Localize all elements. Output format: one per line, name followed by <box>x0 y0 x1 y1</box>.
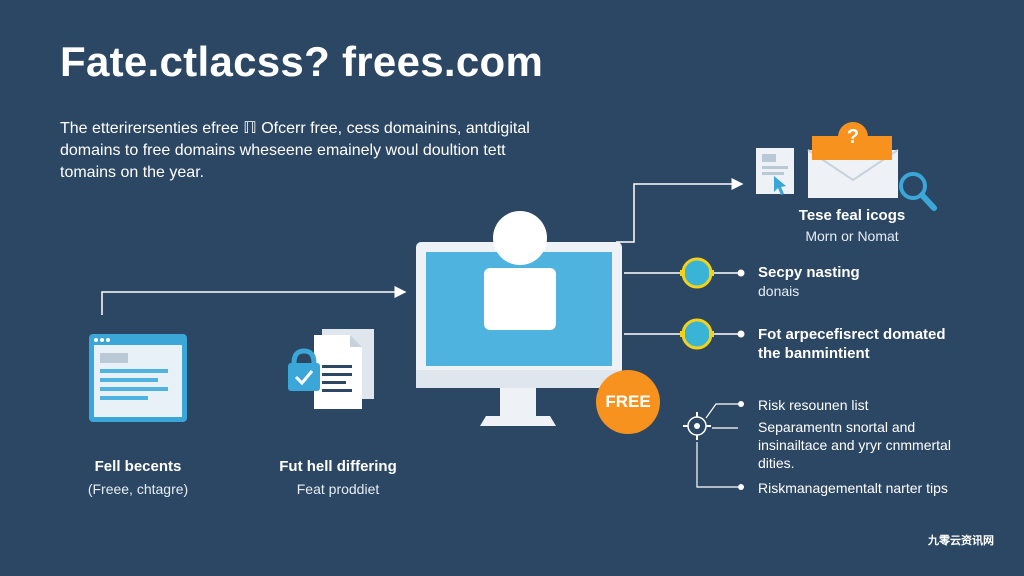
top-right-subtitle: Morn or Nomat <box>805 228 899 244</box>
risk-tree-branch <box>696 442 738 488</box>
feature-2-title-line-1: Fot arpecefisrect domated <box>758 326 946 343</box>
feature-2-title-line-2: the banmintient <box>758 345 870 362</box>
left-item-1-title: Fell becents <box>94 458 182 475</box>
intro-text: The etterirersenties efree ℿ Ofcerr free… <box>60 118 560 184</box>
risk-item-3: Riskmanagementalt narter tips <box>758 480 948 496</box>
risk-item-2: Separamentn snortal and insinailtace and… <box>758 418 951 472</box>
notepad-icon <box>756 148 794 195</box>
arrow-left-to-monitor <box>101 286 407 315</box>
intro-line: tomains on the year. <box>60 164 205 181</box>
intro-line: The etterirersenties efree ℿ Ofcerr free… <box>60 120 530 137</box>
gear-icon <box>683 412 711 440</box>
risk-item-2-line: Separamentn snortal and <box>758 419 916 435</box>
risk-item-2-line: dities. <box>758 455 795 471</box>
left-item-2-subtitle: Feat proddiet <box>296 481 380 497</box>
feature-node-1 <box>680 257 714 289</box>
feature-node-2 <box>680 318 714 350</box>
top-right-title: Tese feal icogs <box>798 207 906 224</box>
bullet-feature-1 <box>737 269 745 277</box>
top-right-icons <box>756 136 937 211</box>
question-mark-badge: ? <box>838 122 868 152</box>
watermark: 九零云资讯网 <box>928 535 994 547</box>
left-item-2-title: Fut hell differing <box>279 458 397 475</box>
feature-1-title: Secpy nasting <box>758 264 860 281</box>
bullet-risk-1 <box>738 401 744 407</box>
risk-tree-branch-top <box>705 403 738 419</box>
intro-line: domains to free domains wheseene emainel… <box>60 142 506 159</box>
monitor-icon <box>416 211 622 426</box>
risk-item-1: Risk resounen list <box>758 397 869 413</box>
bullet-risk-3 <box>738 484 744 490</box>
feature-1-subtitle: donais <box>758 283 800 299</box>
document-lock-icon <box>288 329 374 409</box>
browser-window-icon <box>89 334 187 422</box>
magnifier-icon <box>899 172 937 211</box>
risk-item-2-line: insinailtace and yryr cnmmertal <box>758 437 951 453</box>
free-badge: FREE <box>596 370 660 434</box>
bullet-feature-2 <box>737 330 745 338</box>
arrow-monitor-to-top-right <box>616 178 744 243</box>
page-title: Fate.ctlacss? frees.com <box>60 38 544 85</box>
left-item-1-subtitle: (Freee, chtagre) <box>87 481 189 497</box>
